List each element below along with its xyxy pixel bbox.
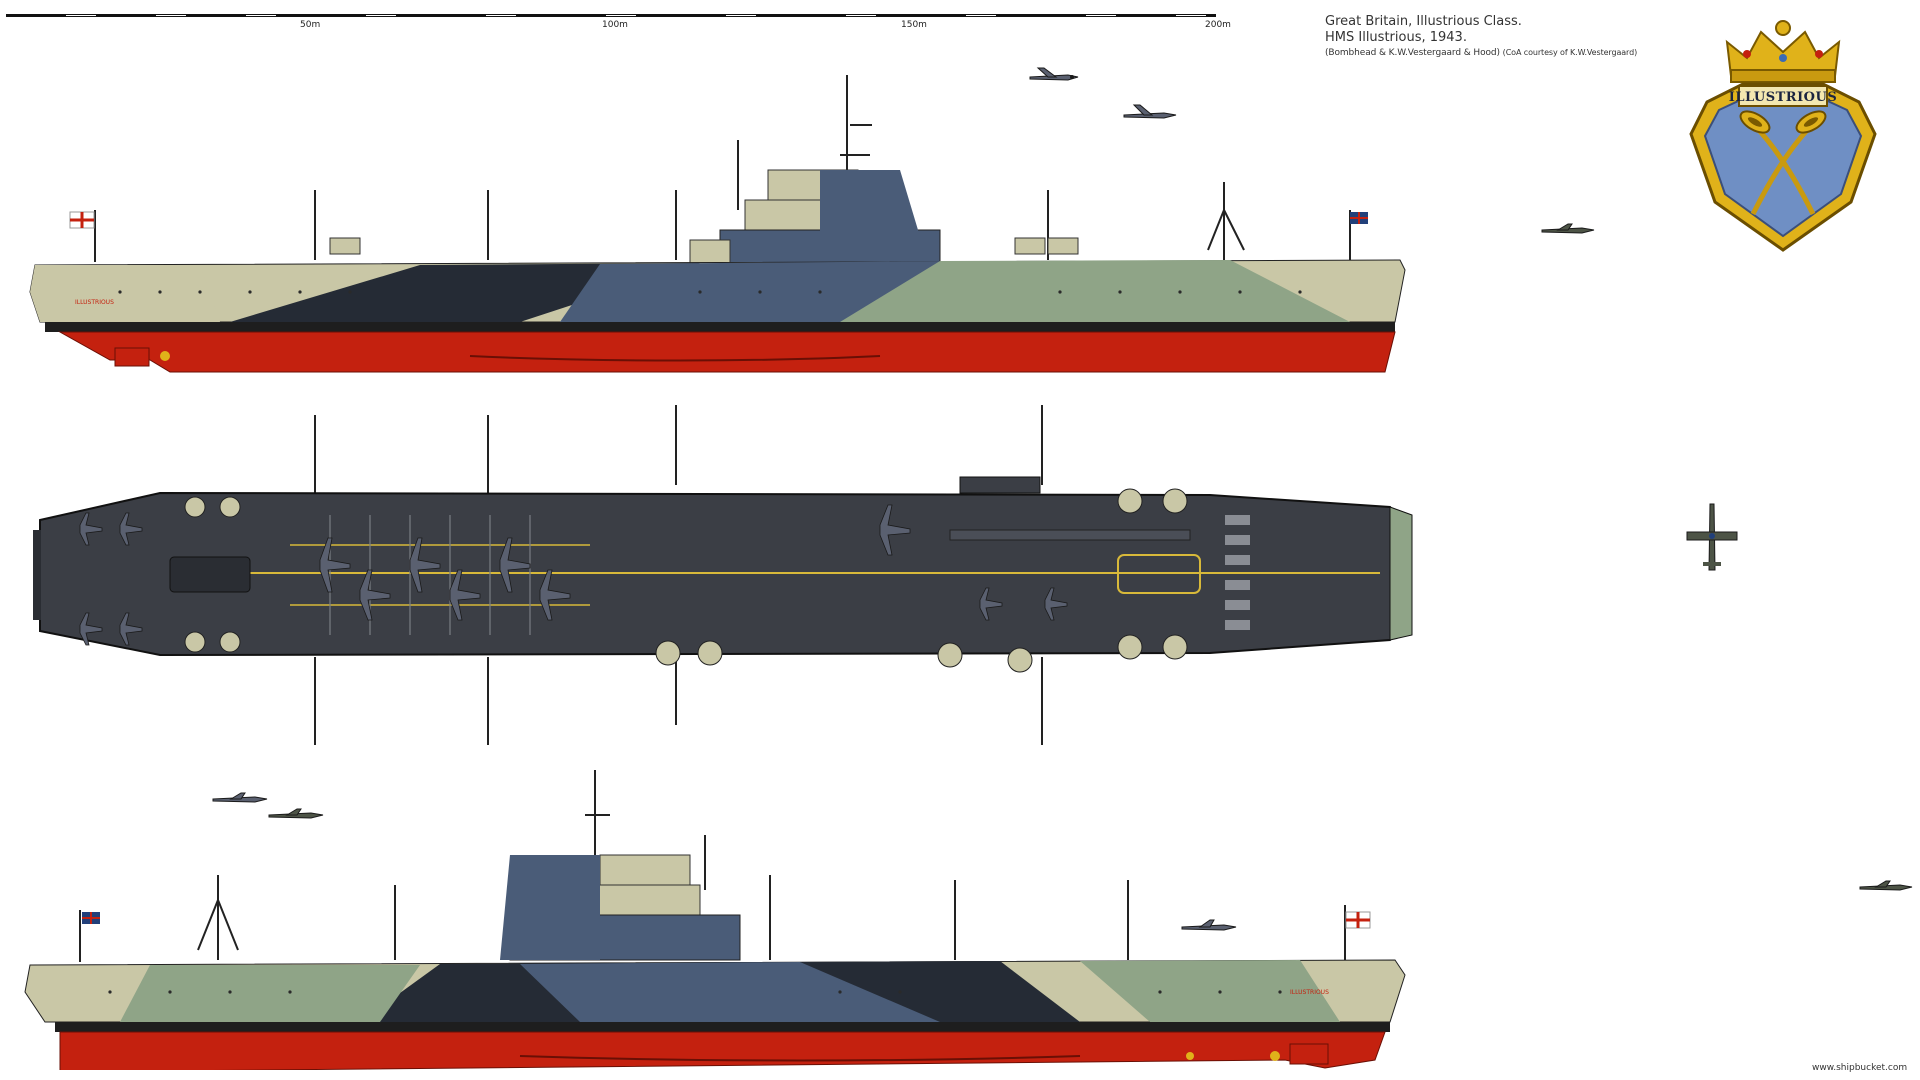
aircraft-icon [1686, 503, 1738, 571]
title-block: Great Britain, Illustrious Class. HMS Il… [1325, 14, 1637, 60]
union-flag [1350, 212, 1368, 224]
union-flag [82, 912, 100, 924]
aircraft-icon [268, 808, 324, 819]
crest-name: ILLUSTRIOUS [1729, 90, 1837, 105]
watermark: www.shipbucket.com [1812, 1063, 1908, 1073]
ensign-flag [69, 211, 95, 229]
side-profile-top: ILLUSTRIOUS [29, 75, 1406, 373]
plan-view [33, 405, 1413, 745]
scale-label-200m: 200m [1205, 20, 1231, 30]
aircraft-icon [1541, 223, 1595, 234]
aircraft-icon [1029, 67, 1079, 81]
ensign-flag [1345, 911, 1371, 929]
crown-icon [1725, 20, 1841, 83]
hull-name-label-starboard: ILLUSTRIOUS [1290, 989, 1329, 996]
scale-label-100m: 100m [602, 20, 628, 30]
coa-credit: (CoA courtesy of K.W.Vestergaard) [1502, 48, 1638, 57]
class-title: Great Britain, Illustrious Class. [1325, 14, 1522, 29]
side-profile-bottom: ILLUSTRIOUS [24, 770, 1406, 1070]
scale-ruler [6, 14, 1216, 17]
hull-name-label: ILLUSTRIOUS [75, 299, 114, 306]
aircraft-icon [79, 504, 1068, 646]
aircraft-icon [1859, 880, 1913, 891]
crest-icon: ILLUSTRIOUS [1689, 20, 1877, 252]
credits: (Bombhead & K.W.Vestergaard & Hood) (CoA… [1325, 46, 1637, 60]
aircraft-icon [1181, 919, 1237, 931]
aircraft-icon [212, 792, 268, 803]
scale-label-150m: 150m [901, 20, 927, 30]
ship-title: HMS Illustrious, 1943. [1325, 30, 1467, 45]
aircraft-icon [1123, 104, 1177, 119]
scale-label-50m: 50m [300, 20, 321, 30]
drawing-credit: (Bombhead & K.W.Vestergaard & Hood) [1325, 48, 1500, 58]
